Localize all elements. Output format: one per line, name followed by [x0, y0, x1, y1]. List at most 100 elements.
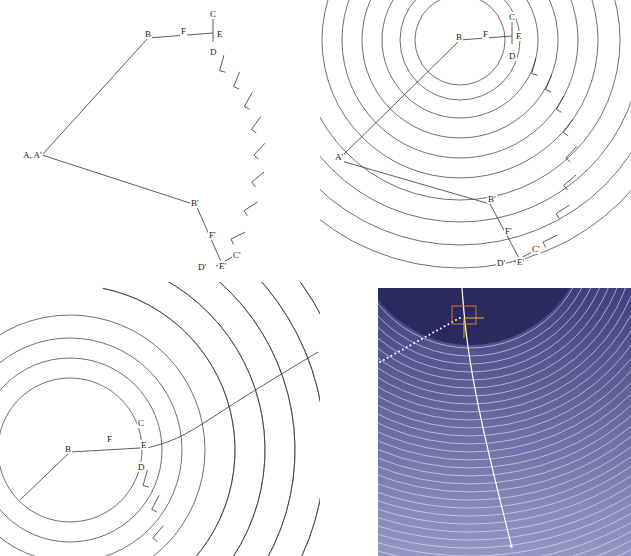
- tick-stub: [556, 214, 559, 219]
- panel-3: [0, 282, 320, 556]
- ring-arc: [378, 288, 631, 556]
- ring-arc: [378, 288, 631, 556]
- tick-mark: [244, 202, 257, 211]
- dot-trail: [444, 325, 446, 327]
- dot-trail: [402, 348, 404, 350]
- tick-mark: [153, 526, 163, 538]
- point-label: B: [455, 32, 463, 42]
- ring-arc: [0, 338, 182, 556]
- ring-arc: [378, 288, 631, 396]
- ring-arc: [378, 288, 631, 476]
- dot-trail: [421, 338, 423, 340]
- ring-arc: [378, 288, 588, 348]
- core-disc: [378, 288, 585, 345]
- tick-mark: [254, 143, 265, 155]
- link-line: [213, 17, 214, 42]
- point-label: A, A': [22, 150, 43, 160]
- dot-trail: [425, 336, 427, 338]
- tick-stub: [152, 509, 157, 512]
- point-label: E: [515, 31, 523, 41]
- ring-arc: [378, 288, 631, 420]
- tick-stub: [251, 129, 256, 133]
- point-label: D: [209, 47, 218, 57]
- point-label: D: [508, 51, 517, 61]
- point-label: D: [137, 462, 146, 472]
- tick-stub: [143, 486, 149, 488]
- ring-arc: [320, 0, 631, 222]
- ring-arc: [378, 288, 631, 484]
- ring-arc: [382, 0, 538, 118]
- ring-arc: [320, 0, 631, 245]
- ring-arc: [103, 288, 235, 556]
- ring-arc: [378, 288, 631, 556]
- tick-mark: [143, 470, 147, 485]
- dot-trail: [440, 327, 442, 329]
- ring-arc: [378, 288, 631, 556]
- tick-stub: [254, 155, 258, 159]
- point-label: C': [232, 250, 242, 260]
- ring-arc: [378, 288, 631, 556]
- dot-trail: [409, 344, 411, 346]
- link-curve: [142, 352, 318, 449]
- tick-mark: [566, 146, 577, 158]
- tick-mark: [220, 55, 224, 70]
- tick-mark: [532, 58, 536, 73]
- path-curve: [462, 288, 512, 548]
- point-label: C: [508, 12, 516, 22]
- ring-arc: [0, 315, 205, 556]
- ring-arc: [378, 288, 631, 556]
- point-label: F': [504, 226, 513, 236]
- axis-x: [464, 318, 484, 319]
- point-label: E': [516, 257, 525, 267]
- ring-arc: [320, 0, 620, 200]
- dot-trail: [428, 334, 430, 336]
- link-line: [42, 155, 222, 264]
- ring-arc: [378, 288, 631, 444]
- dot-trail: [398, 351, 400, 353]
- panel-1: [42, 17, 265, 266]
- dot-trail: [383, 359, 385, 361]
- tick-mark: [231, 232, 245, 239]
- ring-arc: [378, 288, 631, 532]
- ring-arc: [0, 378, 142, 522]
- ring-arc: [378, 288, 631, 468]
- dot-trail: [406, 346, 408, 348]
- ring-arc: [378, 288, 631, 556]
- ring-arc: [378, 288, 631, 508]
- ring-arc: [378, 288, 631, 428]
- ring-arc: [320, 0, 631, 268]
- ring-arc: [378, 288, 631, 556]
- point-label: F: [482, 29, 489, 39]
- ring-arc: [378, 288, 631, 412]
- ring-arc: [121, 282, 320, 556]
- tick-stub: [546, 90, 552, 92]
- tick-mark: [251, 116, 260, 129]
- tick-stub: [234, 87, 240, 89]
- ring-arc: [115, 282, 295, 556]
- point-label: B: [144, 29, 152, 39]
- point-label: C: [209, 9, 217, 19]
- dot-trail: [413, 342, 415, 344]
- tick-mark: [556, 205, 569, 214]
- tick-stub: [543, 242, 546, 247]
- ring-arc: [378, 288, 631, 452]
- dot-trail: [417, 340, 419, 342]
- tick-mark: [563, 119, 572, 132]
- point-label: B': [487, 194, 497, 204]
- point-label: B': [190, 198, 200, 208]
- ring-arc: [378, 288, 631, 556]
- point-label: C': [531, 244, 541, 254]
- ring-arc: [378, 288, 631, 556]
- tick-mark: [152, 495, 160, 509]
- tick-stub: [566, 158, 570, 162]
- ring-arc: [342, 0, 578, 158]
- tick-stub: [563, 132, 568, 136]
- dot-trail: [447, 323, 449, 325]
- ring-arc: [378, 288, 631, 556]
- ring-arc: [378, 288, 631, 540]
- ring-arc: [378, 288, 631, 524]
- tick-mark: [244, 92, 252, 106]
- ring-arc: [127, 282, 320, 556]
